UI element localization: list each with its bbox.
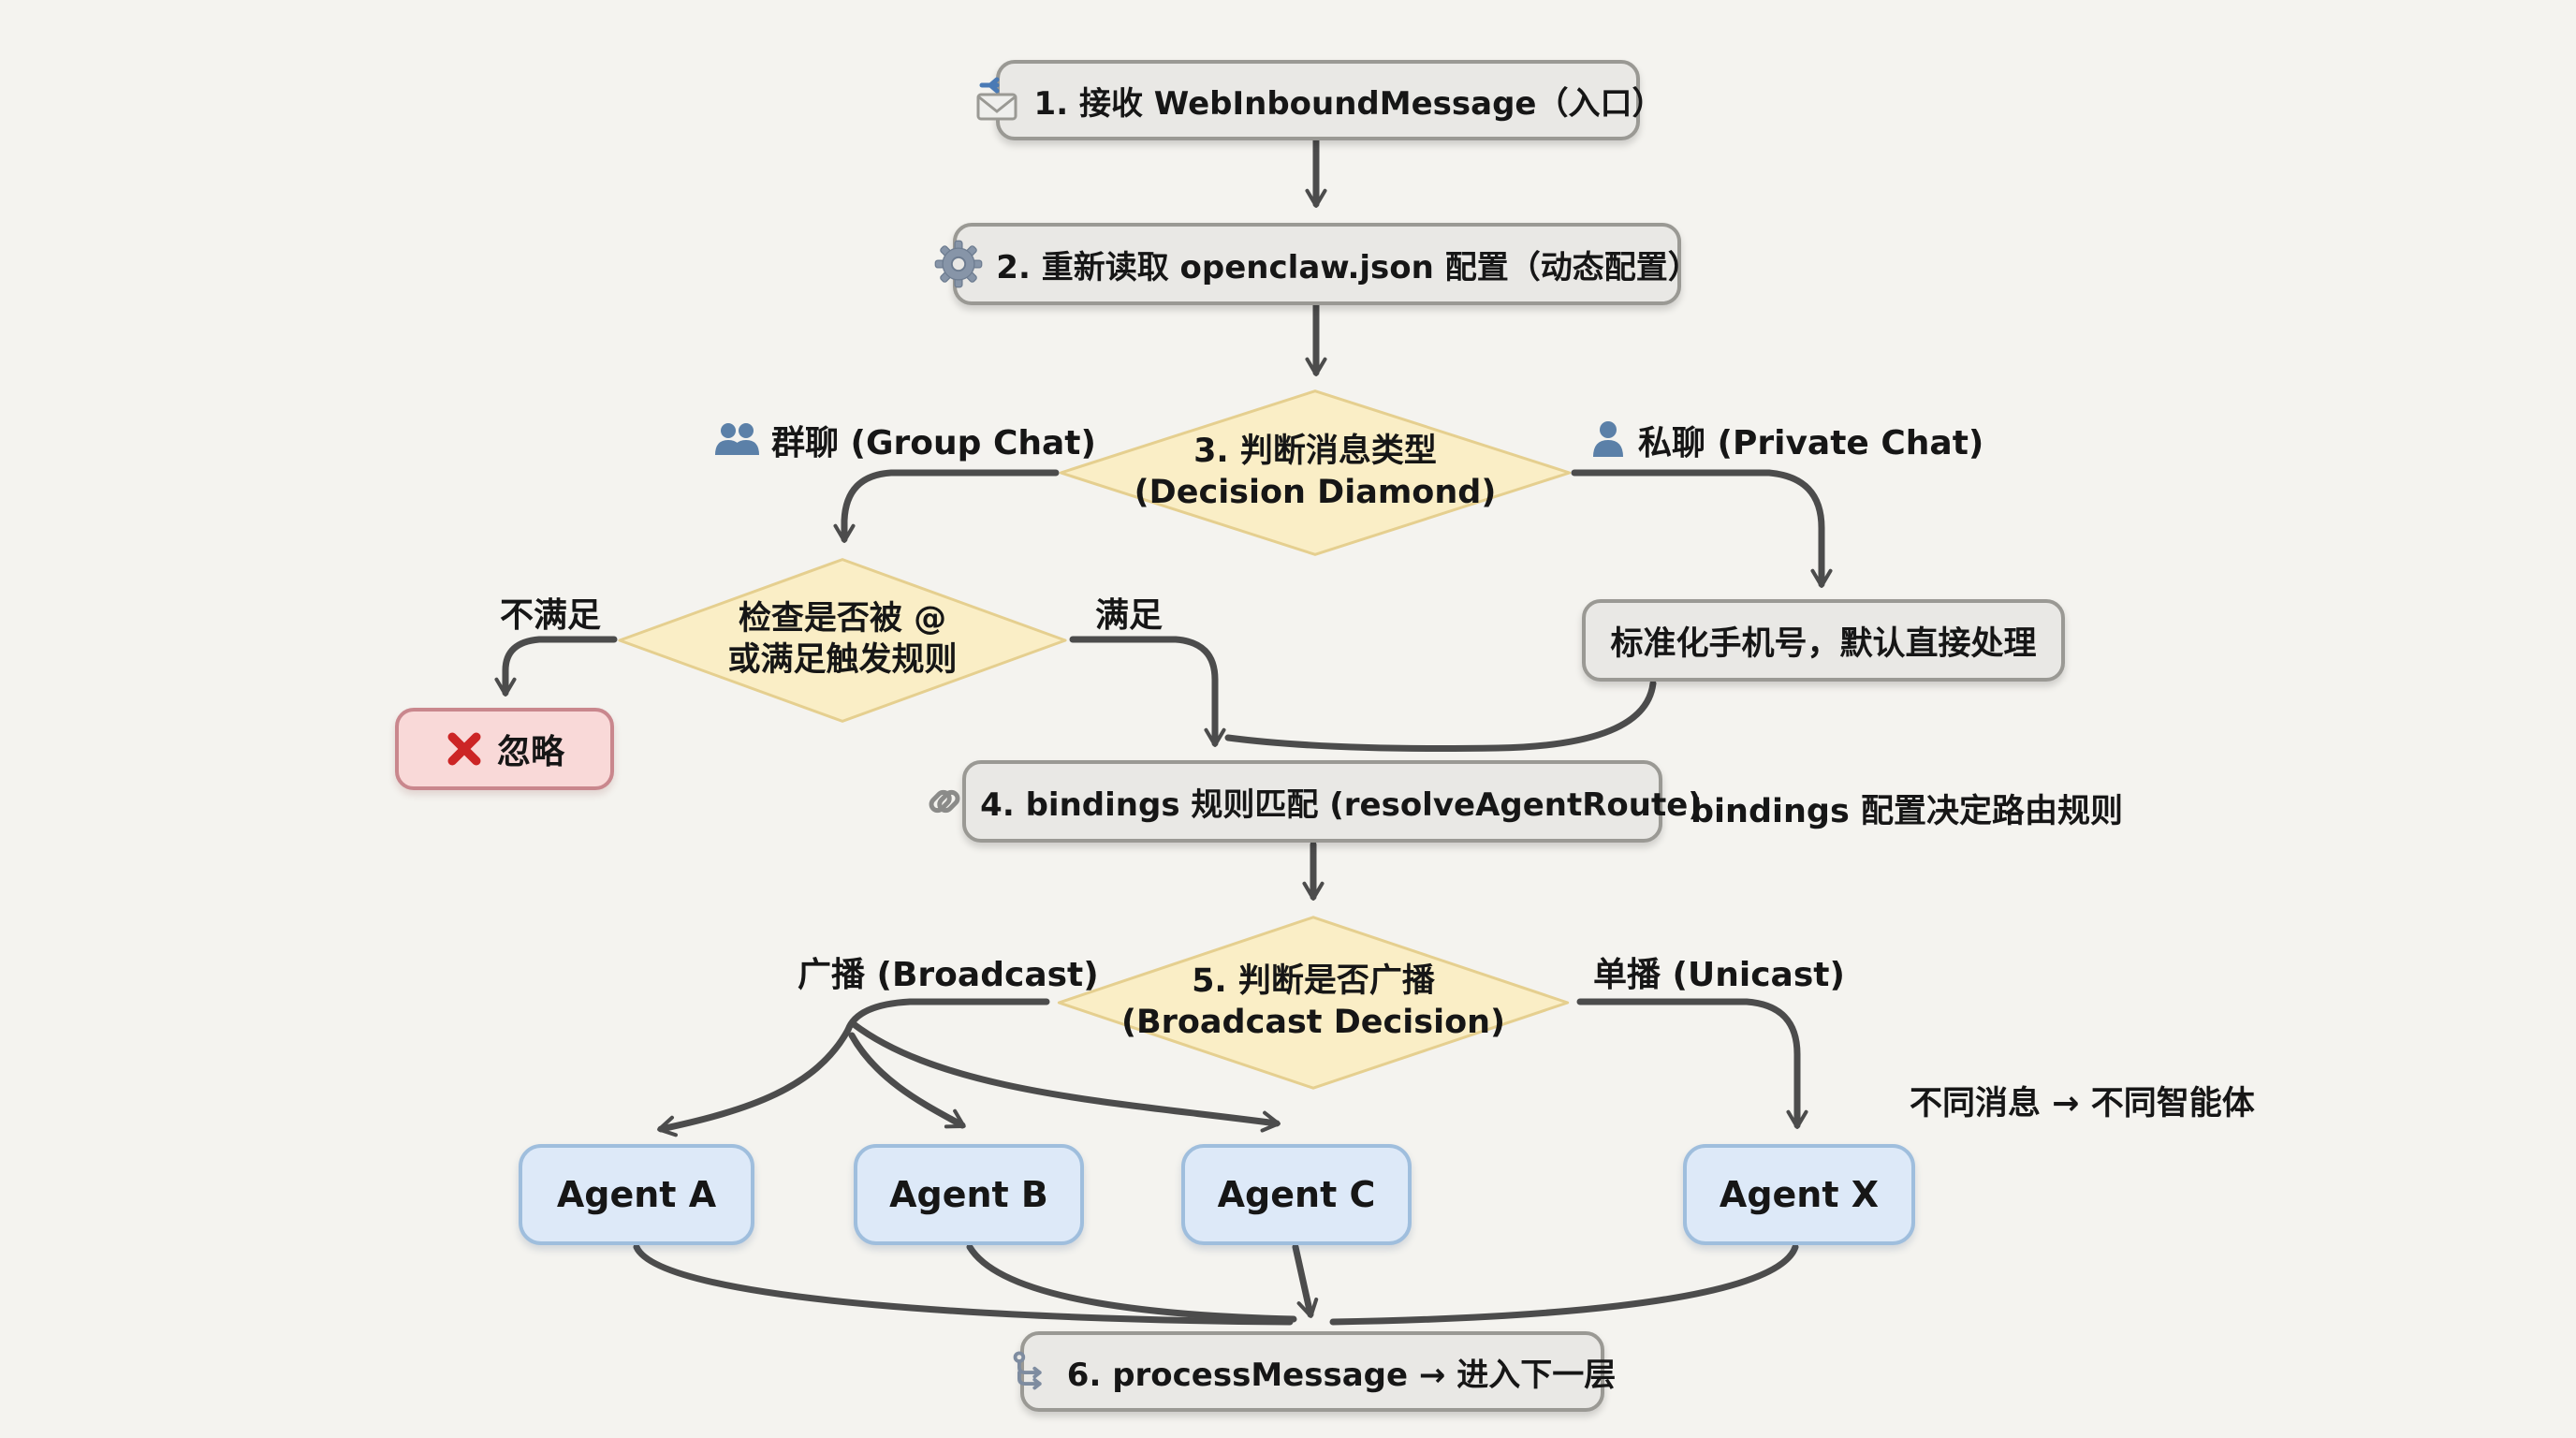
check-trigger-line2: 或满足触发规则 [727, 641, 958, 679]
inbox-envelope-icon [973, 76, 1021, 125]
node-decision3-message-type: 3. 判断消息类型 (Decision Diamond) [1050, 388, 1580, 558]
check-trigger-line1: 检查是否被 @ [738, 600, 947, 638]
edge-check-step4 [1069, 636, 1226, 747]
edge-check-ignore [494, 636, 618, 697]
agent-c-label: Agent C [1217, 1174, 1376, 1215]
node-check-trigger-text: 检查是否被 @ 或满足触发规则 [610, 556, 1075, 725]
edge-broadcast-agentc [850, 1020, 1281, 1133]
decision3-line1: 3. 判断消息类型 [1193, 433, 1437, 471]
agent-b-label: Agent B [889, 1174, 1048, 1215]
label-group-chat: 群聊 (Group Chat) [713, 416, 1096, 464]
edge-broadcast-trunk [844, 998, 1050, 1034]
node-step1-receive: 1. 接收 WebInboundMessage（入口） [976, 60, 1663, 140]
label-unicast: 单播 (Unicast) [1593, 947, 1845, 996]
group-people-icon [713, 419, 760, 461]
node-step1-label: 1. 接收 WebInboundMessage（入口） [1033, 84, 1664, 123]
edge-agentx-step6 [1329, 1243, 1799, 1326]
label-private-chat: 私聊 (Private Chat) [1589, 416, 1983, 464]
diamond-shape [1048, 914, 1578, 1092]
node-agent-x: Agent X [1683, 1144, 1915, 1245]
label-group-chat-text: 群聊 (Group Chat) [771, 424, 1096, 462]
link-icon [922, 779, 967, 824]
node-step6-process-message: 6. processMessage → 进入下一层 [1013, 1331, 1616, 1412]
node-decision3-text: 3. 判断消息类型 (Decision Diamond) [1050, 388, 1580, 558]
label-not-satisfied-text: 不满足 [500, 596, 602, 635]
flow-route-icon [1009, 1349, 1054, 1394]
node-check-trigger: 检查是否被 @ 或满足触发规则 [610, 556, 1075, 725]
decision3-line2: (Decision Diamond) [1134, 474, 1497, 511]
edge-broadcast-agentb [848, 1032, 966, 1129]
edge-agentc-step6 [1292, 1243, 1319, 1318]
node-ignore: 忽略 [395, 708, 614, 790]
person-icon [1589, 419, 1627, 461]
agent-a-label: Agent A [556, 1174, 717, 1215]
agent-x-label: Agent X [1719, 1174, 1880, 1215]
decision5-line2: (Broadcast Decision) [1120, 1004, 1506, 1041]
edge-broadcast-agenta [657, 1026, 852, 1137]
edge-decision3-normalize [1571, 469, 1833, 588]
node-step4-bindings: 4. bindings 规则匹配 (resolveAgentRoute) [929, 760, 1703, 843]
node-step2-reload-config: 2. 重新读取 openclaw.json 配置（动态配置） [934, 223, 1700, 305]
edge-decision5-agentx [1576, 998, 1808, 1129]
diamond-shape [1050, 388, 1580, 558]
decision5-line1: 5. 判断是否广播 [1192, 962, 1435, 1001]
label-private-chat-text: 私聊 (Private Chat) [1638, 424, 1984, 462]
node-normalize-phone: 标准化手机号，默认直接处理 [1582, 599, 2065, 682]
note-agents: 不同消息 → 不同智能体 [1910, 1077, 2255, 1124]
edge-normalize-step4 [1224, 680, 1657, 753]
label-broadcast: 广播 (Broadcast) [798, 947, 1099, 996]
note-bindings: bindings 配置决定路由规则 [1690, 785, 2123, 832]
label-unicast-text: 单播 (Unicast) [1593, 956, 1845, 994]
node-agent-c: Agent C [1181, 1144, 1412, 1245]
edge-agentb-step6 [966, 1243, 1297, 1323]
node-agent-a: Agent A [519, 1144, 754, 1245]
label-satisfied: 满足 [1095, 588, 1163, 637]
edge-decision3-check [833, 469, 1060, 543]
node-step4-label: 4. bindings 规则匹配 (resolveAgentRoute) [980, 785, 1703, 824]
note-agents-text: 不同消息 → 不同智能体 [1910, 1085, 2255, 1123]
edge-agenta-step6 [633, 1243, 1294, 1326]
node-step2-label: 2. 重新读取 openclaw.json 配置（动态配置） [996, 248, 1700, 286]
node-normalize-label: 标准化手机号，默认直接处理 [1610, 624, 2037, 663]
gear-icon [934, 240, 983, 288]
label-satisfied-text: 满足 [1095, 596, 1164, 635]
note-bindings-text: bindings 配置决定路由规则 [1690, 793, 2124, 830]
label-not-satisfied: 不满足 [500, 588, 601, 637]
red-x-icon [445, 729, 484, 769]
diamond-shape [610, 556, 1075, 725]
node-decision5-text: 5. 判断是否广播 (Broadcast Decision) [1048, 914, 1578, 1092]
node-decision5-broadcast: 5. 判断是否广播 (Broadcast Decision) [1048, 914, 1578, 1092]
node-ignore-label: 忽略 [496, 733, 564, 771]
label-broadcast-text: 广播 (Broadcast) [798, 956, 1099, 994]
node-agent-b: Agent B [854, 1144, 1084, 1245]
node-step6-label: 6. processMessage → 进入下一层 [1066, 1356, 1617, 1394]
